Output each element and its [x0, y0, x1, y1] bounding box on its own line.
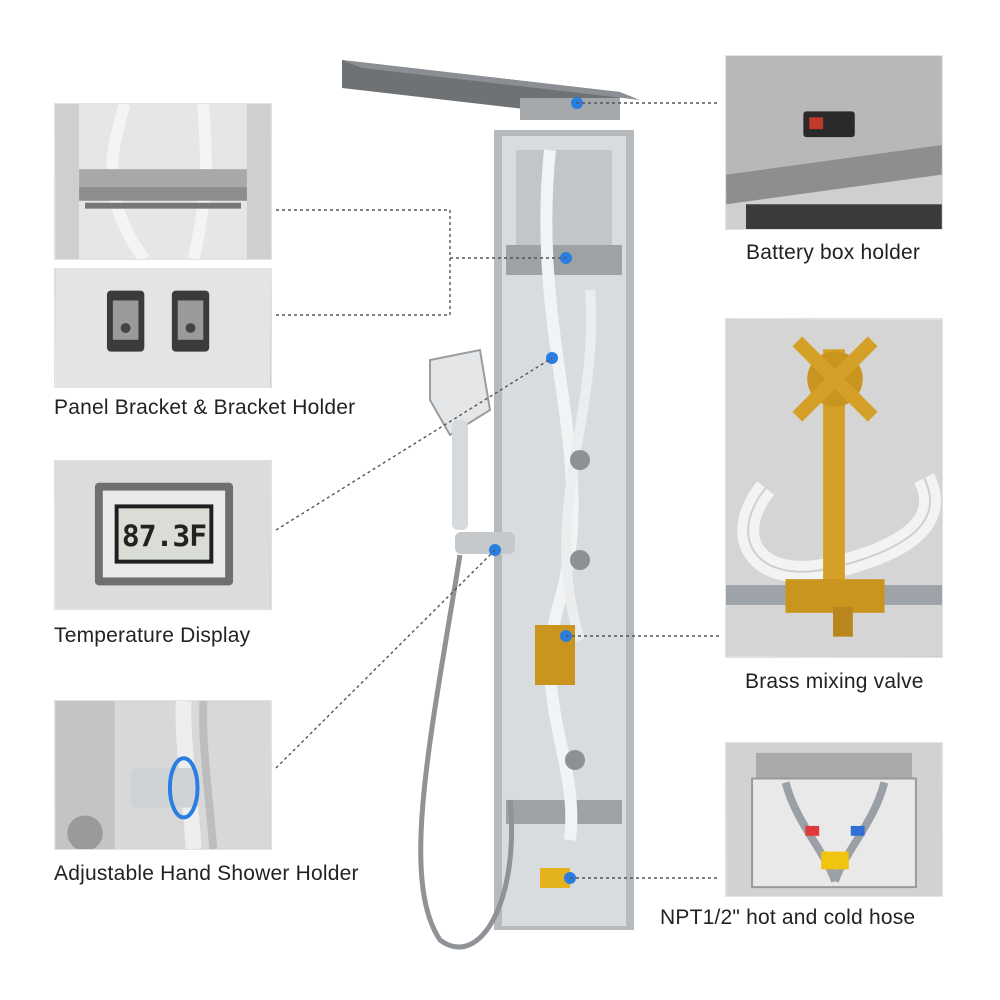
callout-dot-icon [489, 544, 501, 556]
callout-dot-icon [564, 872, 576, 884]
rotate-ring-icon [167, 756, 200, 820]
temperature-reading: 87.3F [122, 519, 206, 553]
panel-bracket-photo [54, 103, 272, 260]
brass-valve-icon [785, 336, 885, 637]
hose-photo [725, 742, 943, 897]
callout-dot-icon [560, 630, 572, 642]
panel-bracket-image [55, 104, 271, 259]
battery-caption: Battery box holder [746, 241, 921, 264]
hand-holder-photo [54, 700, 272, 850]
temperature-caption: Temperature Display [54, 624, 251, 647]
bracket-clip-right-icon [171, 290, 210, 352]
valve-caption: Brass mixing valve [745, 670, 924, 693]
battery-box-image [726, 56, 942, 229]
cold-marker-icon [850, 825, 865, 836]
callout-dot-icon [546, 352, 558, 364]
temperature-display-photo: 87.3F [54, 460, 272, 610]
hot-marker-icon [805, 825, 820, 836]
hand-holder-caption: Adjustable Hand Shower Holder [54, 862, 359, 885]
bracket-clip-left-icon [106, 290, 145, 352]
bracket-holder-image [55, 269, 271, 387]
temperature-display-image: 87.3F [55, 461, 271, 609]
mixing-valve-image [726, 319, 942, 657]
mixing-valve-photo [725, 318, 943, 658]
bracket-holder-photo [54, 268, 272, 388]
callout-dot-icon [560, 252, 572, 264]
callout-dot-icon [571, 97, 583, 109]
shower-panel-illustration [342, 60, 640, 950]
hose-image [726, 743, 942, 896]
hand-holder-image [55, 701, 271, 849]
hose-caption: NPT1/2" hot and cold hose [660, 906, 916, 929]
battery-box-photo [725, 55, 943, 230]
